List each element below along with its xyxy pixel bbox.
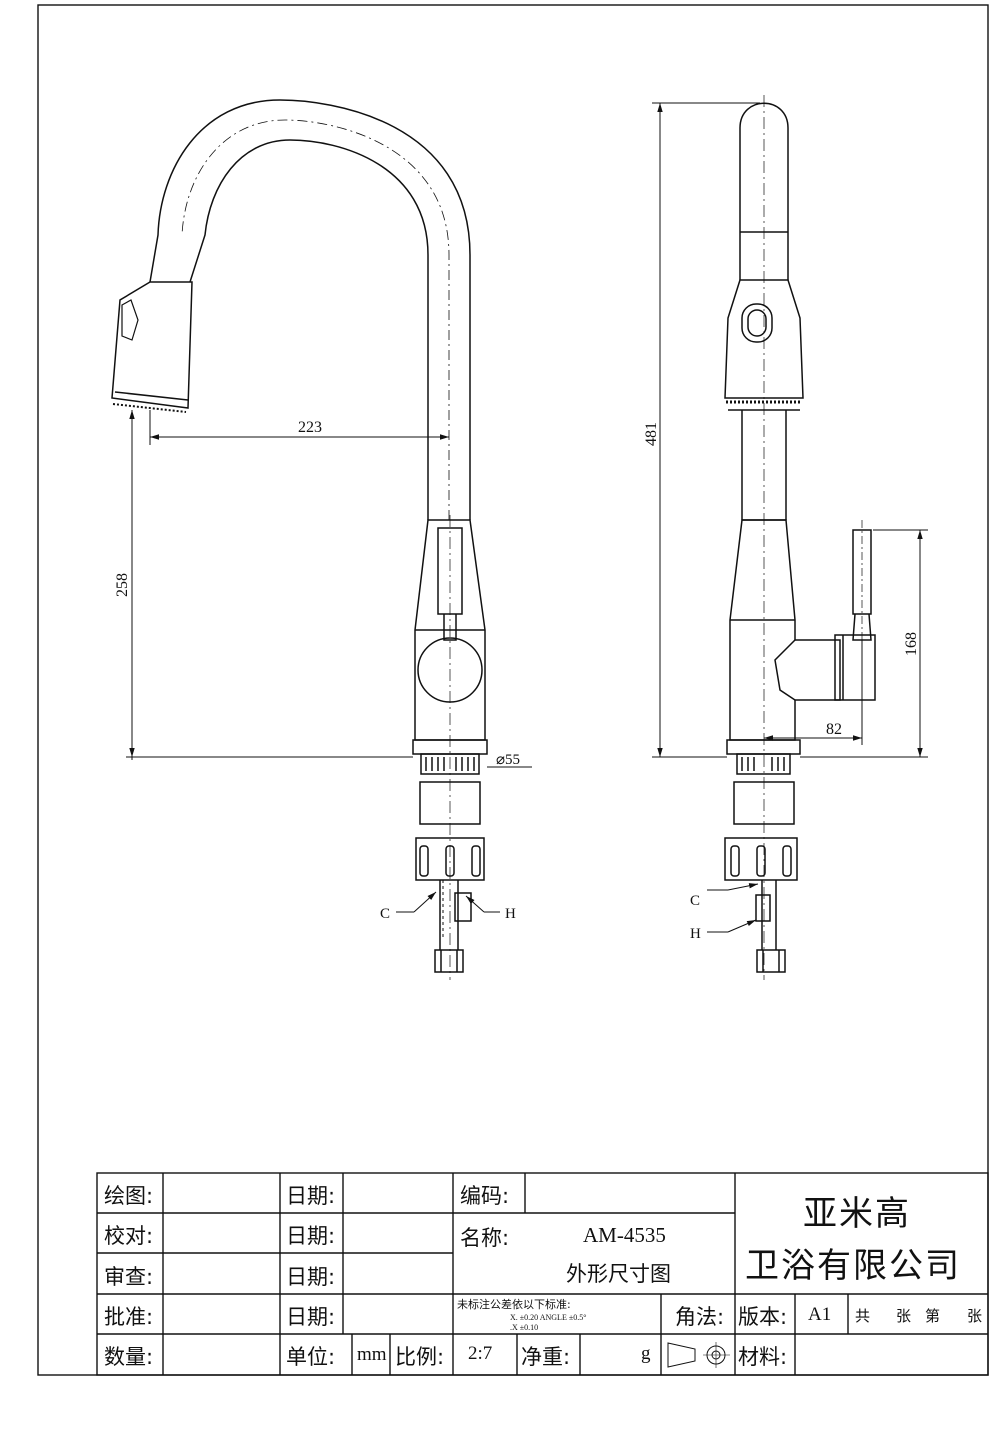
front-dimensions [126,410,532,913]
draw-label: 绘图: [104,1184,154,1208]
date-label-4: 日期: [286,1305,336,1329]
label-cold-side: C [690,893,700,909]
unit-label: 单位: [286,1345,336,1369]
name-label: 名称: [460,1226,510,1250]
weight-unit: g [641,1343,651,1364]
check-label: 校对: [104,1224,154,1248]
scale-value: 2:7 [468,1343,493,1364]
side-mounting-nut [724,837,798,881]
projection-symbol-icon [667,1342,730,1368]
front-hose-fitting [434,949,464,973]
side-handle-cap [834,634,876,701]
dim-total-height: 481 [643,422,660,446]
side-thread [736,753,791,775]
label-hot-side: H [690,926,701,942]
material-label: 材料: [738,1345,788,1369]
sheet-number: 第 [925,1307,941,1325]
title-block-grid [96,1172,989,1376]
company-name-line1: 亚米高 [803,1194,911,1234]
side-handle-lever [852,529,872,615]
side-body [729,519,841,741]
front-sprayer-head [111,281,193,409]
dim-handle-depth: 82 [826,721,842,738]
dim-spout-height: 258 [114,573,131,597]
tolerance-title: 未标注公差依以下标准: [457,1298,571,1311]
approve-label: 批准: [104,1305,154,1329]
front-spout-outer [149,99,471,520]
front-spout-inner [189,139,429,520]
side-dimensions [652,102,928,933]
weight-label: 净重: [521,1345,571,1369]
tolerance-line1: X. ±0.20 ANGLE ±0.5° [510,1313,587,1322]
label-hot-front: H [505,906,516,922]
sheet-total: 共 [855,1307,871,1325]
company-name-line2: 卫浴有限公司 [745,1246,961,1286]
sheet-unit-2: 张 [967,1307,983,1325]
sheet-unit-1: 张 [896,1307,912,1325]
side-hose-fitting [756,949,786,973]
version-value: A1 [808,1304,832,1325]
side-handle-hub [774,639,796,701]
side-sprayer-button [741,303,773,343]
projection-label: 角法: [675,1305,725,1329]
side-view [724,95,876,980]
model-number: AM-4535 [583,1223,666,1247]
date-label-1: 日期: [286,1184,336,1208]
code-label: 编码: [460,1184,510,1208]
side-base-ring [726,739,801,755]
unit-value: mm [357,1344,387,1365]
scale-label: 比例: [395,1345,445,1369]
tolerance-line2: .X ±0.10 [510,1323,539,1332]
dim-handle-height: 168 [903,632,920,656]
drawing-border [37,4,989,1376]
date-label-2: 日期: [286,1224,336,1248]
quantity-label: 数量: [104,1345,154,1369]
front-view [111,99,488,980]
label-cold-front: C [380,906,390,922]
dim-spout-reach: 223 [298,419,322,436]
side-sprayer-head [724,279,804,399]
date-label-3: 日期: [286,1265,336,1289]
version-label: 版本: [738,1305,788,1329]
front-sprayer-button [121,299,139,341]
dim-base-diameter: ⌀55 [496,752,520,768]
front-mounting-nut [415,837,485,881]
drawing-name: 外形尺寸图 [566,1262,671,1286]
review-label: 审查: [104,1265,154,1289]
